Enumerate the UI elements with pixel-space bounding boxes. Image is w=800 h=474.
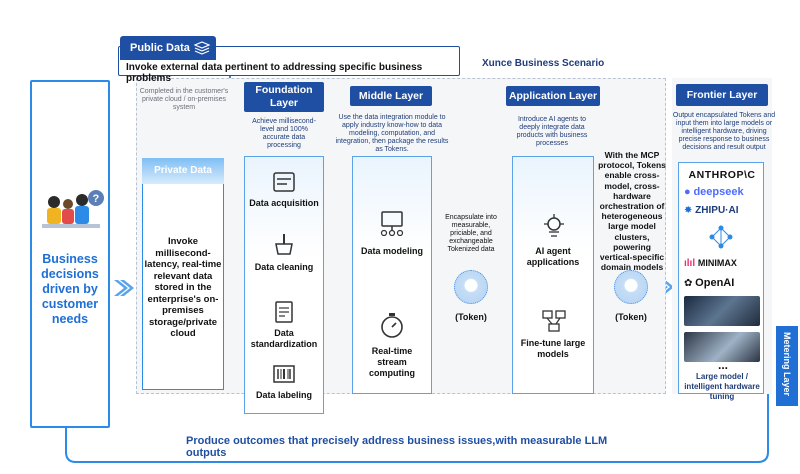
minimax-logo: ılıl MINIMAX <box>684 258 762 269</box>
zhipu-label: ZHIPU·AI <box>695 205 739 216</box>
deepseek-logo: ● deepseek <box>684 186 762 198</box>
private-data-column <box>142 160 224 390</box>
token2-icon <box>614 270 648 304</box>
public-data-description: Invoke external data pertinent to addres… <box>126 62 423 84</box>
minimax-label: MINIMAX <box>697 258 737 268</box>
token1-icon <box>454 270 488 304</box>
application-column <box>512 156 594 394</box>
middle-layer-title: Middle Layer <box>358 90 424 102</box>
middle-item-stream-computing: Real-time stream computing <box>369 346 415 378</box>
public-data-title: Public Data <box>130 42 190 54</box>
frontier-layer-title: Frontier Layer <box>686 89 758 101</box>
data-acquisition-icon <box>273 172 295 192</box>
minimax-icon: ılıl <box>684 258 696 269</box>
foundation-layer-header: Foundation Layer <box>244 82 324 112</box>
hardware-image-2 <box>684 332 760 362</box>
application-layer-header: Application Layer <box>506 86 600 106</box>
application-layer-title: Application Layer <box>508 90 598 102</box>
middle-item-modeling: Data modeling <box>360 246 423 256</box>
data-cleaning-icon <box>275 234 293 255</box>
layers-icon <box>194 41 210 55</box>
bottom-outcome-text: Produce outcomes that precisely address … <box>186 435 608 459</box>
middle-column <box>352 156 432 394</box>
stopwatch-icon <box>381 313 403 338</box>
svg-text:?: ? <box>93 193 100 205</box>
middle-layer-header: Middle Layer <box>350 86 432 106</box>
data-standardization-icon <box>275 301 293 323</box>
token2-label: (Token) <box>615 312 647 322</box>
metering-layer-label: Metering Layer <box>782 332 792 397</box>
team-icon: ? <box>42 190 104 228</box>
foundation-layer-title: Foundation Layer <box>255 84 313 109</box>
public-data-tab: Public Data <box>120 36 216 60</box>
ellipsis: ... <box>717 358 728 372</box>
application-item-agent: AI agent applications <box>526 246 580 267</box>
business-decision-panel <box>30 80 110 428</box>
frontier-layer-desc: Output encapsulated Tokens and input the… <box>672 112 776 151</box>
fine-tune-icon <box>542 310 566 332</box>
foundation-item-acquisition: Data acquisition <box>249 198 319 208</box>
public-data-bar <box>118 46 460 76</box>
token2-desc: With the MCP protocol, Tokens enable cro… <box>598 150 666 273</box>
anthropic-logo: ANTHROP\C <box>688 169 756 181</box>
network-icon <box>709 225 733 249</box>
data-modeling-icon <box>380 211 404 236</box>
middle-layer-desc: Use the data integration module to apply… <box>335 114 449 153</box>
application-item-finetune: Fine-tune large models <box>520 338 586 359</box>
private-data-title: Private Data <box>142 158 224 184</box>
deepseek-label: deepseek <box>693 186 744 198</box>
hardware-image-1 <box>684 296 760 326</box>
frontier-footer: Large model / intelligent hardware tunin… <box>684 372 760 401</box>
foundation-layer-desc: Achieve millisecond-level and 100% accur… <box>252 118 316 149</box>
foundation-item-standardization: Data standardization <box>250 328 318 349</box>
zhipu-icon: ✸ <box>684 205 693 216</box>
private-data-text: Invoke millisecond-latency, real-time re… <box>144 236 222 339</box>
foundation-item-cleaning: Data cleaning <box>254 262 314 272</box>
openai-logo: ✿ OpenAI <box>684 277 762 289</box>
chevron-arrow-1 <box>114 280 134 296</box>
openai-label: OpenAI <box>695 277 735 289</box>
token1-desc: Encapsulate into measurable, priciable, … <box>445 214 497 253</box>
completed-note: Completed in the customer's private clou… <box>139 88 229 111</box>
frontier-layer-header: Frontier Layer <box>676 84 768 106</box>
metering-layer-tab: Metering Layer <box>776 326 798 406</box>
ai-agent-icon <box>544 214 564 237</box>
scenario-title: Xunce Business Scenario <box>482 58 605 69</box>
application-layer-desc: Introduce AI agents to deeply integrate … <box>516 116 588 147</box>
whale-icon: ● <box>684 186 691 198</box>
foundation-item-labeling: Data labeling <box>255 390 312 400</box>
data-labeling-icon <box>273 365 295 383</box>
openai-icon: ✿ <box>684 278 693 289</box>
business-decisions-label: Business decisions driven by customer ne… <box>41 252 99 326</box>
zhipu-logo: ✸ ZHIPU·AI <box>684 205 762 216</box>
token1-label: (Token) <box>455 312 487 322</box>
